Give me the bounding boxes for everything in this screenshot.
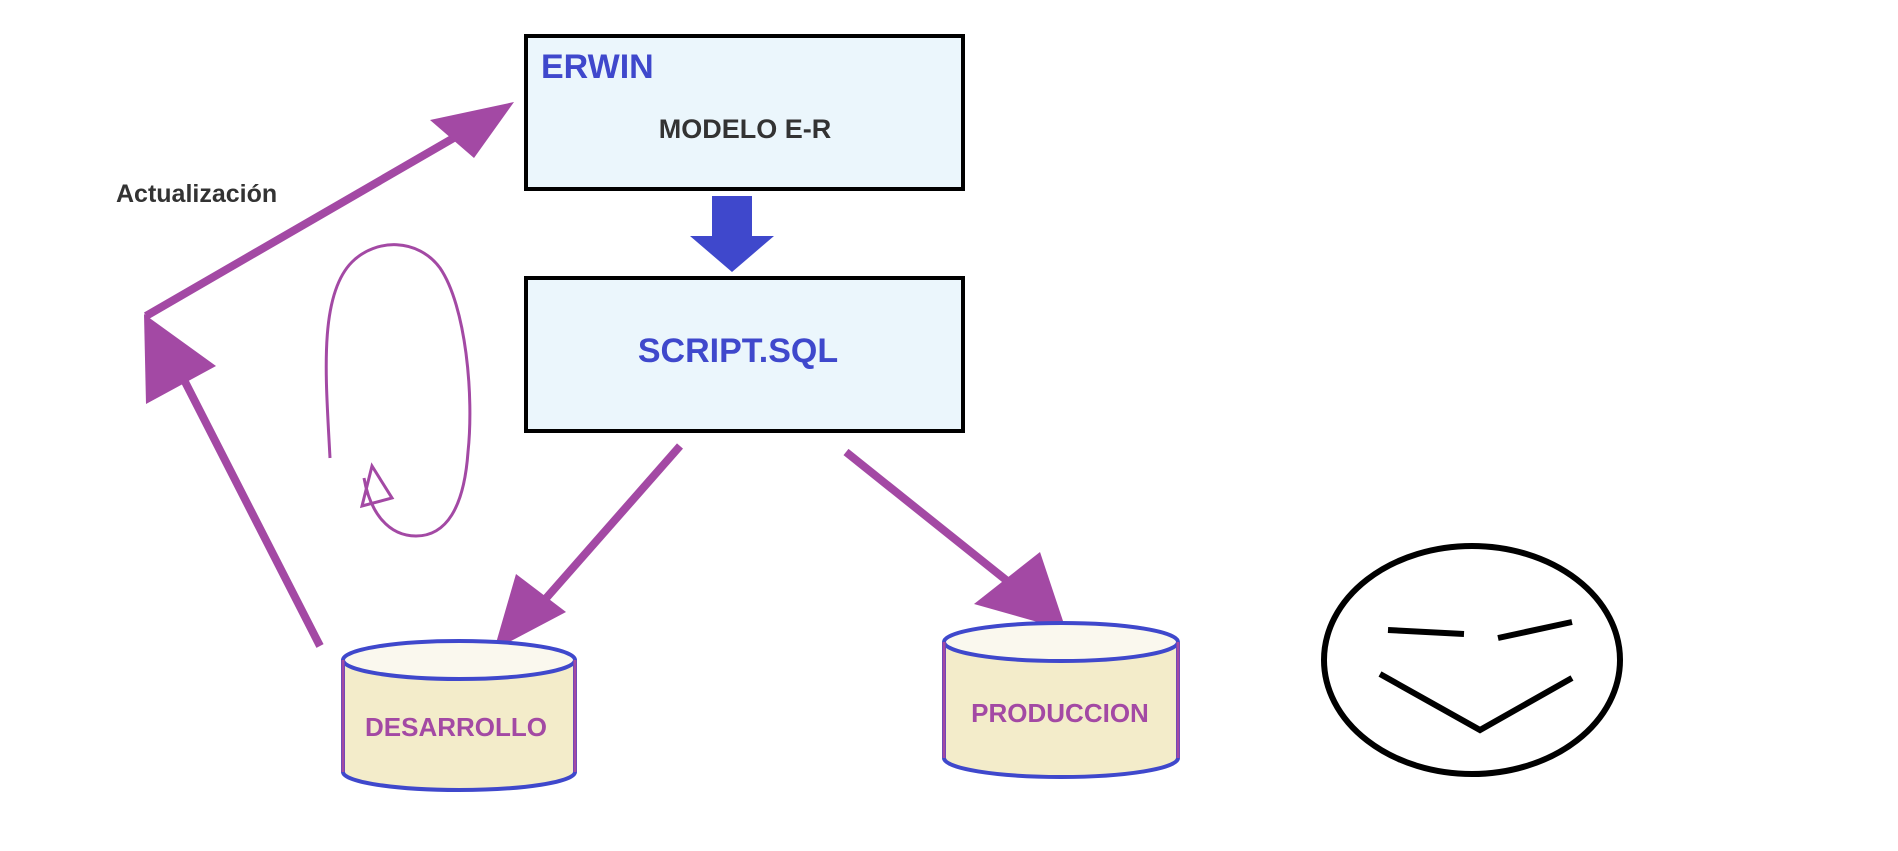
script-box: SCRIPT.SQL <box>524 276 965 433</box>
update-label: Actualización <box>116 180 277 208</box>
down-arrow-icon <box>690 196 774 272</box>
database-desarrollo-label: DESARROLLO <box>365 712 547 742</box>
right-eye <box>1497 619 1573 641</box>
erwin-box: ERWIN MODELO E-R <box>524 34 965 191</box>
cycle-icon <box>324 243 472 538</box>
database-desarrollo: DESARROLLO <box>341 639 577 792</box>
feedback-arrow-to-erwin <box>143 102 514 320</box>
script-box-frame <box>524 276 965 433</box>
database-produccion-label: PRODUCCION <box>971 698 1149 728</box>
smiley-face-icon <box>1321 543 1623 777</box>
erwin-box-frame <box>524 34 965 191</box>
script-title: SCRIPT.SQL <box>638 332 838 370</box>
erwin-title: ERWIN <box>541 48 654 86</box>
erwin-subtitle: MODELO E-R <box>659 114 832 144</box>
database-produccion: PRODUCCION <box>942 621 1180 779</box>
mouth <box>1378 671 1574 734</box>
feedback-arrow-up <box>144 314 324 648</box>
deploy-arrow-produccion <box>843 448 1066 630</box>
deploy-arrow-desarrollo <box>494 443 684 650</box>
left-eye <box>1387 627 1465 637</box>
